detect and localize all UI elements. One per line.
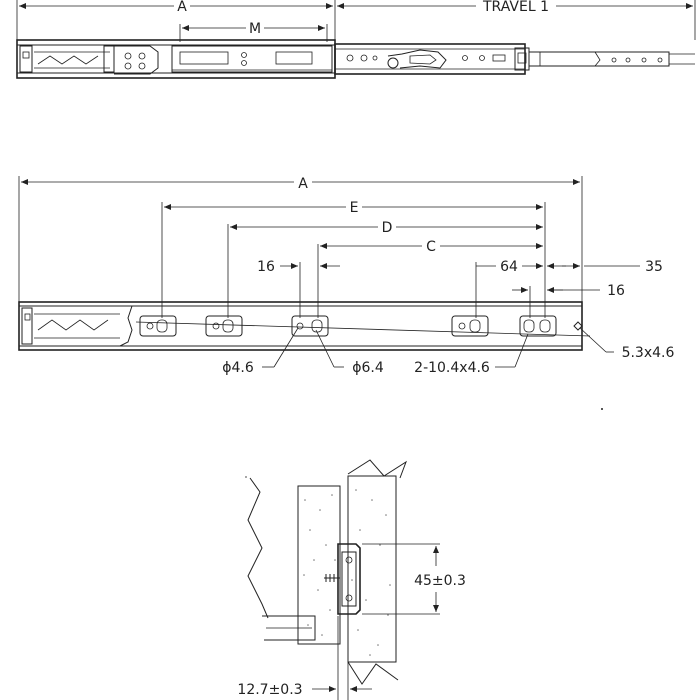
side-view: A E D C 16 64: [18, 176, 675, 410]
side-dim-d-label: D: [382, 220, 393, 236]
side-dim-d: D: [230, 220, 543, 236]
hole-64-label: ϕ6.4: [352, 360, 384, 376]
side-dim-35-label: 35: [645, 259, 663, 275]
side-slot-1: [139, 315, 177, 337]
top-dim-travel: TRAVEL 1: [337, 0, 693, 15]
side-dim-35: 35: [547, 259, 663, 275]
top-dim-m: M: [182, 21, 325, 37]
side-dim-16-right-label: 16: [607, 283, 625, 299]
top-dim-a-label: A: [177, 0, 187, 15]
side-dim-c-label: C: [426, 239, 436, 255]
side-dim-e: E: [164, 200, 543, 216]
side-dim-16-left-label: 16: [257, 259, 275, 275]
top-dim-a: A: [19, 0, 333, 15]
slot-end-label: 5.3x4.6: [622, 345, 675, 361]
side-dim-a: A: [21, 176, 580, 192]
side-slot-4: [451, 315, 489, 337]
hole-46-label: ϕ4.6: [222, 360, 254, 376]
slide-profile: [324, 543, 361, 615]
slot-2x-label: 2-10.4x4.6: [414, 360, 490, 376]
side-slot-3: [291, 315, 329, 337]
side-dim-c: C: [320, 239, 543, 255]
side-slide-body: [18, 301, 591, 351]
side-dim-64-label: 64: [500, 259, 518, 275]
drawer-panel-texture: [351, 489, 391, 656]
side-slot-5: [519, 315, 557, 337]
gap-dim-label: 12.7±0.3: [237, 682, 302, 698]
side-dim-64: 64: [476, 259, 543, 275]
cabinet-panel-texture: [303, 494, 336, 636]
top-dim-travel-label: TRAVEL 1: [482, 0, 549, 15]
top-view: A TRAVEL 1 M: [16, 0, 696, 79]
side-slot-2: [205, 315, 243, 337]
side-dim-e-label: E: [350, 200, 359, 216]
section-view: 45±0.3 12.7±0.3: [237, 459, 466, 700]
height-dim-label: 45±0.3: [414, 573, 466, 589]
top-slide-body: [16, 39, 695, 79]
side-dim-a-label: A: [298, 176, 308, 192]
side-dim-16-left: 16: [257, 259, 340, 275]
top-dim-m-label: M: [249, 21, 261, 37]
side-dim-16-right: 16: [512, 283, 625, 299]
